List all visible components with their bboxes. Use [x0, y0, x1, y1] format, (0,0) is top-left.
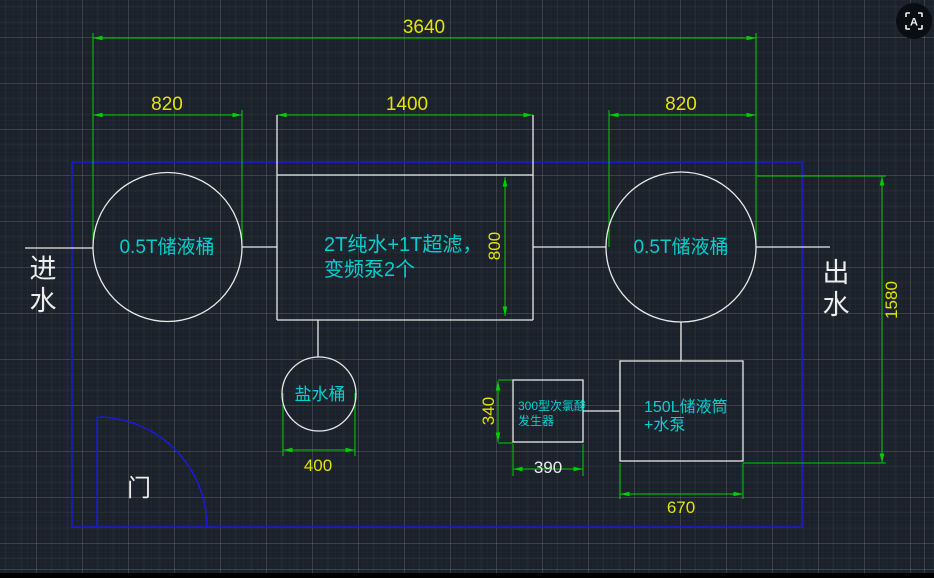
dimension-extension-lines — [92, 33, 886, 499]
room-wall-rect — [71, 161, 803, 528]
left-tank-label: 0.5T储液桶 — [119, 236, 214, 258]
bracket-bottom-right — [918, 25, 923, 30]
dim-right-side-height: 1580 — [882, 281, 901, 319]
dim-salt-bucket-width: 400 — [304, 456, 332, 475]
scan-icon-letter: A — [910, 17, 918, 29]
dim-total-width: 3640 — [403, 17, 445, 38]
scan-a-icon: A — [905, 12, 923, 30]
dim-right-tank-width: 820 — [665, 94, 697, 115]
door-swing-arc — [96, 416, 208, 528]
main-tank-label-line1: 2T纯水+1T超滤， — [324, 233, 482, 256]
flow-labels: 进 水 出 水 门 — [30, 254, 850, 502]
right-tank-label: 0.5T储液桶 — [633, 236, 728, 258]
scan-a-icon-button[interactable]: A — [896, 3, 932, 39]
chlorine-generator-label-line2: 发生器 — [518, 413, 554, 428]
dim-main-tank-width: 1400 — [386, 94, 428, 115]
dim-chlorine-height: 340 — [479, 397, 498, 425]
outlet-label-char2: 水 — [823, 290, 850, 320]
equipment-labels: 0.5T储液桶 0.5T储液桶 2T纯水+1T超滤， 变频泵2个 盐水桶 300… — [119, 233, 728, 434]
dimension-lines — [93, 35, 885, 497]
chlorine-generator-label-line1: 300型次氯酸 — [518, 398, 586, 413]
storage-tank-label-line1: 150L储液筒 — [644, 398, 728, 416]
bottom-black-strip — [0, 573, 934, 578]
bracket-bottom-left — [905, 25, 910, 30]
inlet-label-char2: 水 — [30, 286, 57, 316]
inlet-label-char1: 进 — [30, 254, 57, 284]
main-tank-label-line2: 变频泵2个 — [324, 258, 415, 281]
equipment-linework — [25, 115, 830, 462]
dim-main-tank-height: 800 — [485, 232, 504, 260]
salt-bucket-circle — [281, 356, 357, 432]
salt-bucket-label: 盐水桶 — [295, 385, 346, 404]
outlet-label-char1: 出 — [823, 258, 850, 288]
bracket-top-left — [905, 12, 910, 17]
bracket-top-right — [918, 12, 923, 17]
storage-tank-label-line2: +水泵 — [644, 416, 685, 434]
door-label: 门 — [127, 475, 151, 502]
dim-storage-width: 670 — [667, 498, 695, 517]
dim-chlorine-width: 390 — [534, 458, 562, 477]
dimension-labels: 3640 820 1400 820 800 1580 340 400 390 6… — [151, 17, 901, 517]
room-outline — [71, 161, 803, 528]
dim-left-tank-width: 820 — [151, 94, 183, 115]
